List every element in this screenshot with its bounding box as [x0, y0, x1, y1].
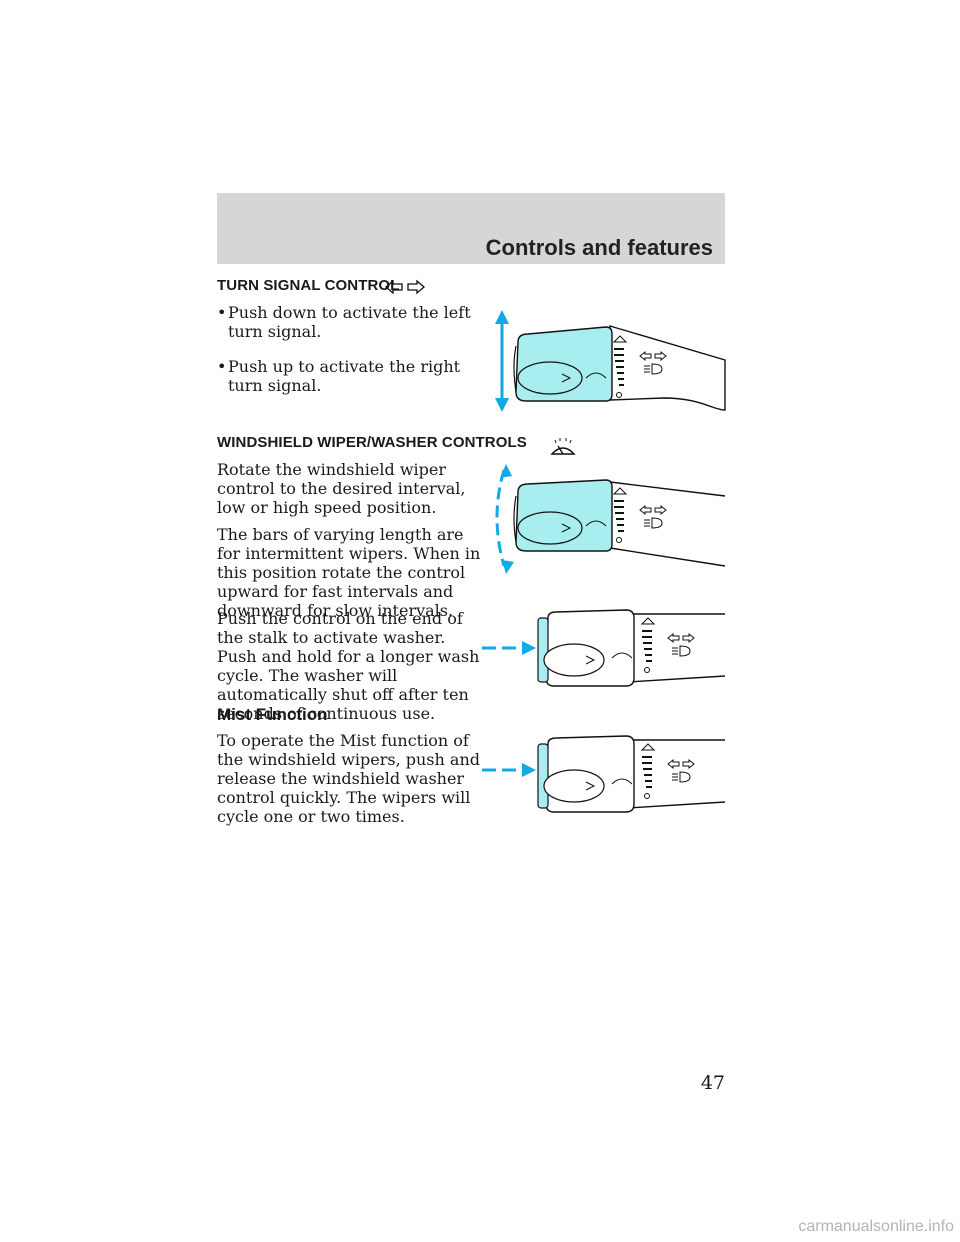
- bullet-dot: •: [217, 303, 227, 322]
- wiper-paragraph: Rotate the windshield wiper control to t…: [217, 460, 466, 517]
- turn-signal-icon: [385, 279, 425, 295]
- wiper-heading-text: WINDSHIELD WIPER/WASHER CONTROLS: [217, 434, 527, 451]
- wiper-paragraph: The bars of varying length are for inter…: [217, 525, 481, 620]
- windshield-wiper-icon: [550, 438, 576, 455]
- wiper-paragraph: Push the control on the end of the stalk…: [217, 609, 480, 723]
- mist-heading: Mist Function: [217, 705, 328, 724]
- turn-signal-heading-text: TURN SIGNAL CONTROL: [217, 277, 400, 294]
- bullet-dot: •: [217, 357, 227, 376]
- mist-push-stalk-figure: [482, 735, 726, 813]
- wiper-heading: WINDSHIELD WIPER/WASHER CONTROLS: [217, 434, 527, 451]
- bullet-text: Push down to activate the left turn sign…: [228, 303, 471, 341]
- mist-paragraph: To operate the Mist function of the wind…: [217, 731, 480, 826]
- header-band: Controls and features: [217, 193, 725, 264]
- watermark: carmanualsonline.info: [798, 1218, 954, 1235]
- washer-push-stalk-figure: [482, 609, 726, 687]
- page-section-title: Controls and features: [485, 235, 713, 260]
- page-number: 47: [700, 1072, 725, 1094]
- turn-signal-heading: TURN SIGNAL CONTROL: [217, 277, 399, 294]
- turn-signal-bullet: • Push up to activate the right turn sig…: [217, 357, 487, 395]
- turn-signal-bullet: • Push down to activate the left turn si…: [217, 303, 487, 341]
- bullet-text: Push up to activate the right turn signa…: [228, 357, 461, 395]
- wiper-rotate-stalk-figure: [495, 464, 726, 574]
- turn-signal-stalk-figure: [495, 310, 726, 412]
